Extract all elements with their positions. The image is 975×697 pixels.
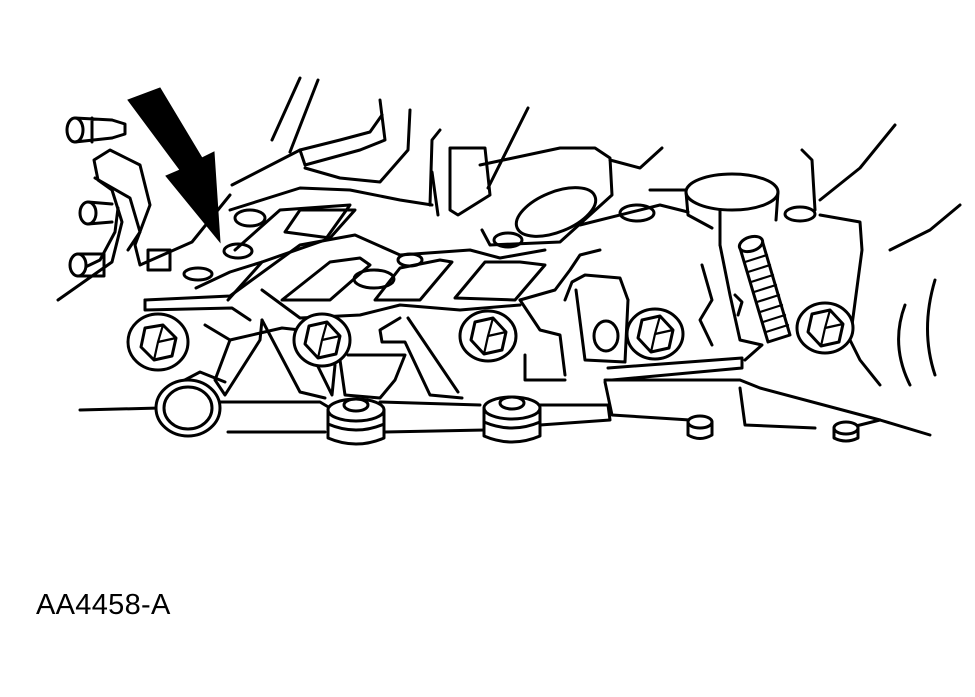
bolt-icon <box>126 312 190 372</box>
stud-icon <box>482 395 542 444</box>
stud-icon <box>686 414 714 440</box>
freeze-plug <box>154 370 227 438</box>
stud-icon <box>326 397 386 446</box>
bolt-icon <box>795 301 855 355</box>
gasket-surface <box>143 203 817 322</box>
upper-housing-outline <box>228 76 962 387</box>
bolt-icon <box>458 309 518 363</box>
stud-top <box>65 116 127 144</box>
stud-bottom <box>68 252 106 278</box>
figure-code: AA4458-A <box>36 589 171 621</box>
stud-icon <box>737 234 792 344</box>
rib-structure <box>203 243 764 400</box>
stud-middle <box>78 200 114 226</box>
arrow-pointer-icon <box>127 87 221 244</box>
round-cap <box>684 172 780 230</box>
stud-icon <box>832 420 860 443</box>
bolt-icon <box>292 312 352 368</box>
left-bracket <box>56 148 232 302</box>
bolt-icon <box>625 307 685 361</box>
lower-rail <box>78 356 932 437</box>
